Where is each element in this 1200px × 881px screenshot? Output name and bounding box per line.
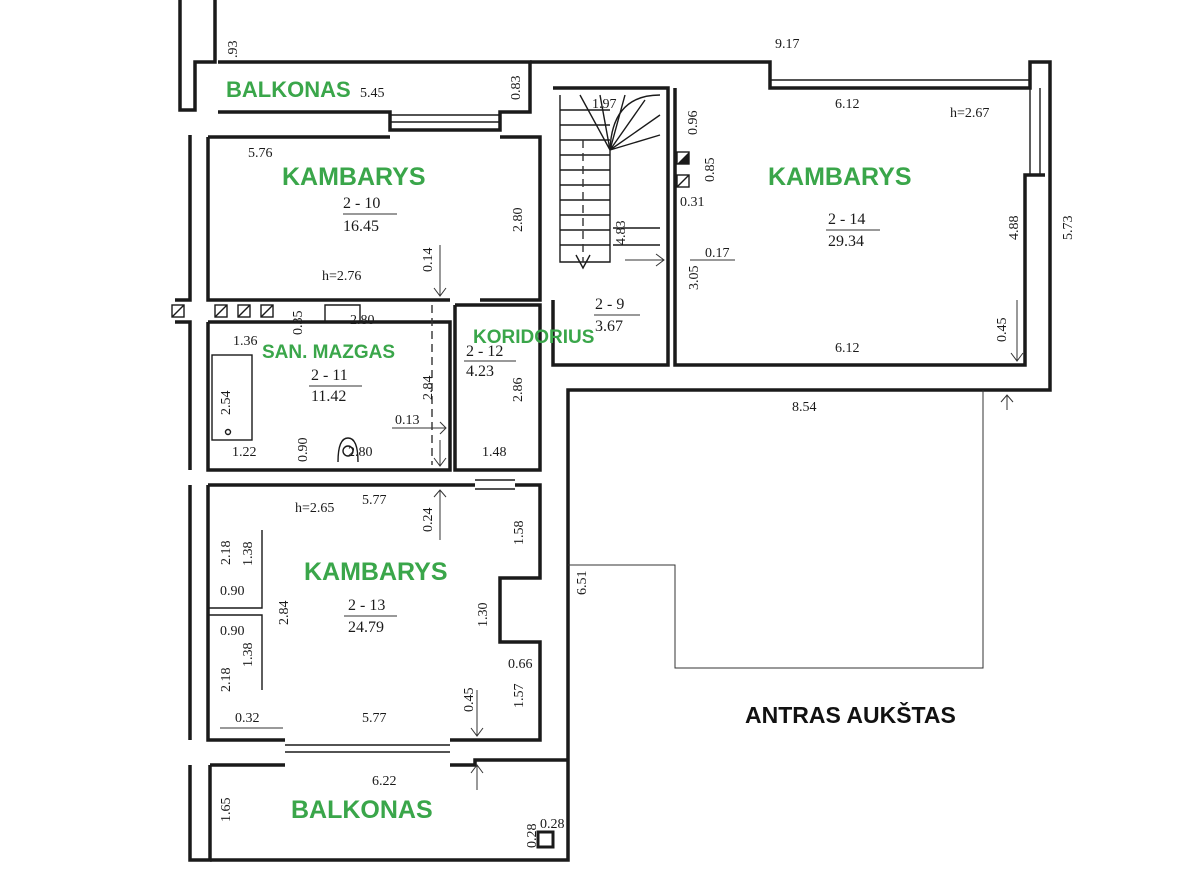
dim-5-77-top: 5.77 xyxy=(362,493,387,508)
dim-1-65: 1.65 xyxy=(219,798,234,823)
room-2-12-label: KORIDORIUS xyxy=(473,327,594,348)
dim-2-86: 2.86 xyxy=(511,378,526,403)
dim-0-90-a: 0.90 xyxy=(296,438,311,463)
floor-title: ANTRAS AUKŠTAS xyxy=(745,701,956,728)
dim-0-32: 0.32 xyxy=(235,711,260,726)
dim-1-57: 1.57 xyxy=(512,684,527,709)
dim-5-45: 5.45 xyxy=(360,86,385,101)
dim-2-80-c: 2.80 xyxy=(348,445,373,460)
room-2-13-area: 24.79 xyxy=(348,619,384,636)
dim-0-45-bottom: 0.45 xyxy=(462,688,477,713)
room-2-12-id: 2 - 12 xyxy=(466,343,503,360)
dim-2-80-a: 2.80 xyxy=(511,208,526,233)
room-2-10-area: 16.45 xyxy=(343,218,379,235)
room-2-14-label: KAMBARYS xyxy=(768,163,912,191)
dim-1-22: 1.22 xyxy=(232,445,257,460)
dim-1-30: 1.30 xyxy=(476,603,491,628)
room-2-13-id: 2 - 13 xyxy=(348,597,385,614)
room-2-10-id: 2 - 10 xyxy=(343,195,380,212)
dim-6-12-top: 6.12 xyxy=(835,97,860,112)
room-2-11-label: SAN. MAZGAS xyxy=(262,342,395,363)
dim-0-17: 0.17 xyxy=(705,246,730,261)
dim-5-73: 5.73 xyxy=(1061,216,1076,241)
dim-2-18-b: 2.18 xyxy=(219,668,234,693)
dim-0-28-a: 0.28 xyxy=(525,824,540,849)
dim-2-84-b: 2.84 xyxy=(277,601,292,626)
dim-1-97: 1.97 xyxy=(592,97,617,112)
dim-5-77-bottom: 5.77 xyxy=(362,711,387,726)
dim-0-90-b: 0.90 xyxy=(220,584,245,599)
dim-0-83: 0.83 xyxy=(509,76,524,101)
dim-1-48: 1.48 xyxy=(482,445,507,460)
dim-0-14: 0.14 xyxy=(421,248,436,273)
dim-1-38-b: 1.38 xyxy=(241,643,256,668)
dim-1-38-a: 1.38 xyxy=(241,542,256,567)
walls xyxy=(175,0,1052,862)
dim-0-93: .93 xyxy=(226,41,241,59)
height-2-13: h=2.65 xyxy=(295,501,334,516)
dim-0-13: 0.13 xyxy=(395,413,420,428)
vent-icons xyxy=(171,151,690,849)
dim-6-12-bottom: 6.12 xyxy=(835,341,860,356)
dimension-labels-vertical: .93 0.83 0.96 0.85 2.80 0.14 4.83 3.05 4… xyxy=(219,41,1076,849)
dim-0-45-top: 0.45 xyxy=(995,318,1010,343)
dim-0-85: 0.85 xyxy=(703,158,718,183)
dim-1-36: 1.36 xyxy=(233,334,258,349)
dim-6-51: 6.51 xyxy=(575,571,590,596)
room-2-13-label: KAMBARYS xyxy=(304,558,448,586)
balcony-top-label: BALKONAS xyxy=(226,77,351,102)
dim-0-96: 0.96 xyxy=(686,111,701,136)
room-2-11-area: 11.42 xyxy=(311,388,346,405)
staircase xyxy=(559,94,661,270)
room-2-9-id: 2 - 9 xyxy=(595,296,624,313)
dim-8-54: 8.54 xyxy=(792,400,817,415)
balcony-bottom-label: BALKONAS xyxy=(291,796,433,824)
dim-3-05: 3.05 xyxy=(687,266,702,291)
room-heights: h=2.67 h=2.76 h=2.65 xyxy=(295,106,989,516)
room-ids: 2 - 10 16.45 2 - 14 29.34 2 - 9 3.67 2 -… xyxy=(309,195,880,636)
dim-0-66: 0.66 xyxy=(508,657,533,672)
room-2-14-area: 29.34 xyxy=(828,233,864,250)
dim-2-54: 2.54 xyxy=(219,391,234,416)
height-2-10: h=2.76 xyxy=(322,269,361,284)
dim-0-90-c: 0.90 xyxy=(220,624,245,639)
room-labels: BALKONAS KAMBARYS KAMBARYS SAN. MAZGAS K… xyxy=(226,77,912,824)
dimension-labels: 9.17 5.45 1.97 6.12 0.31 5.76 0.17 6.12 … xyxy=(220,37,860,832)
room-2-12-area: 4.23 xyxy=(466,363,494,380)
dim-1-58: 1.58 xyxy=(512,521,527,546)
dim-9-17: 9.17 xyxy=(775,37,800,52)
dimension-arrows xyxy=(220,245,1024,790)
height-2-14: h=2.67 xyxy=(950,106,989,121)
dim-2-80-b: 2.80 xyxy=(350,313,375,328)
dim-0-31: 0.31 xyxy=(680,195,705,210)
room-2-10-label: KAMBARYS xyxy=(282,163,426,191)
dim-2-84-a: 2.84 xyxy=(421,376,436,401)
room-2-9-area: 3.67 xyxy=(595,318,623,335)
bathroom-fixtures xyxy=(211,305,433,465)
dim-4-83: 4.83 xyxy=(614,221,629,246)
dim-0-28-b: 0.28 xyxy=(540,817,565,832)
dim-5-76: 5.76 xyxy=(248,146,273,161)
dim-4-88: 4.88 xyxy=(1007,216,1022,241)
dim-0-24: 0.24 xyxy=(421,508,436,533)
dim-6-22: 6.22 xyxy=(372,774,397,789)
dim-0-35: 0.35 xyxy=(291,311,306,336)
dim-2-18-a: 2.18 xyxy=(219,541,234,566)
room-2-14-id: 2 - 14 xyxy=(828,211,865,228)
room-2-11-id: 2 - 11 xyxy=(311,367,348,384)
